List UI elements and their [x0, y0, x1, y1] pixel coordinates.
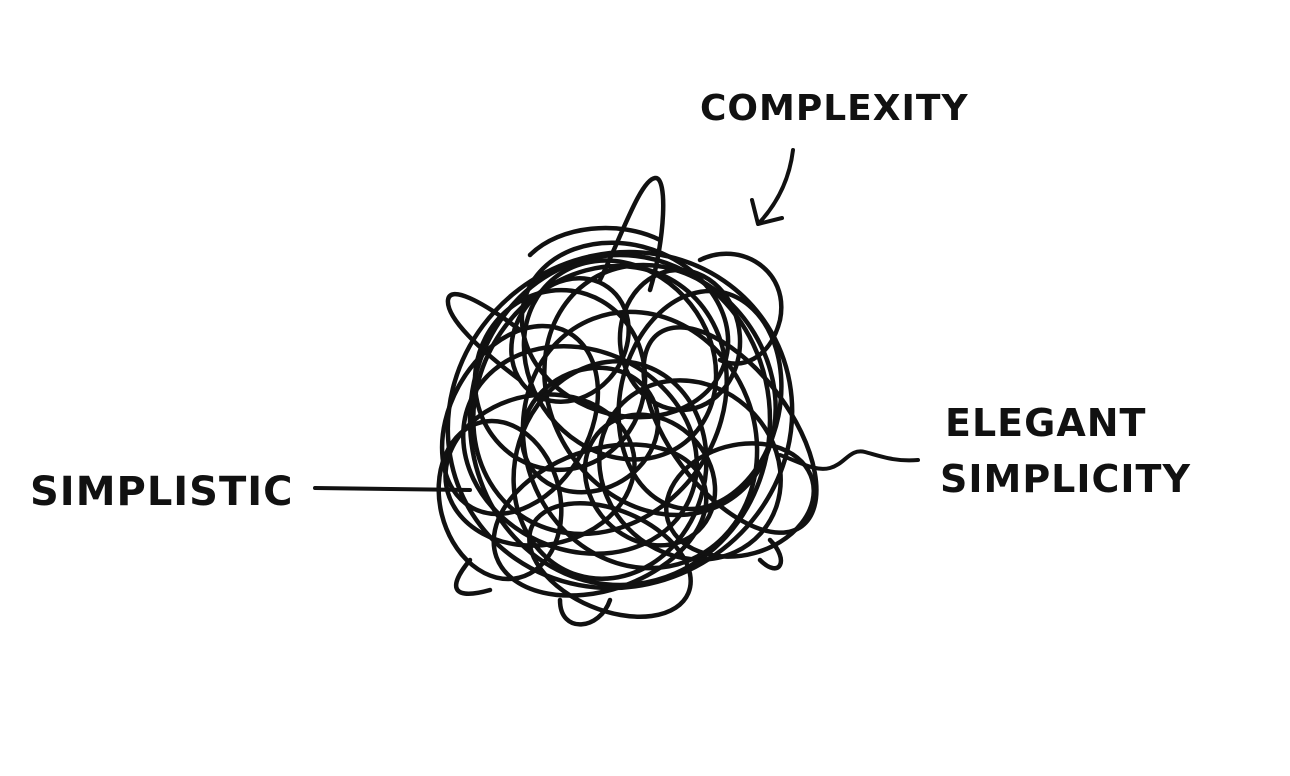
scribble-stroke — [527, 225, 663, 258]
scribble-stroke — [445, 291, 523, 383]
scribble-loop — [439, 323, 601, 517]
complexity-scribble — [436, 175, 819, 627]
scribble-stroke — [697, 251, 784, 366]
label-simplistic: SIMPLISTIC — [30, 469, 294, 515]
scribble-loop — [617, 267, 743, 413]
scribble-loop — [582, 412, 718, 548]
arrow-head — [750, 198, 784, 226]
label-elegant: ELEGANT — [945, 401, 1146, 445]
scribble-loop — [519, 365, 661, 495]
scribble-stroke — [453, 557, 493, 596]
scribble-stroke — [757, 537, 783, 571]
scribble-loop — [509, 276, 631, 404]
scribble-loop — [445, 249, 795, 591]
scribble-stroke — [557, 597, 613, 627]
simplistic-line — [313, 486, 472, 492]
scribble-loop — [527, 501, 693, 619]
scribble-stroke — [597, 175, 666, 293]
label-simplicity: SIMPLICITY — [940, 457, 1191, 501]
scribble-loop — [663, 441, 817, 559]
scribble-loop — [521, 258, 719, 462]
scribble-loop — [436, 418, 564, 582]
arrow-shaft — [758, 148, 795, 224]
label-complexity: COMPLEXITY — [700, 88, 969, 129]
